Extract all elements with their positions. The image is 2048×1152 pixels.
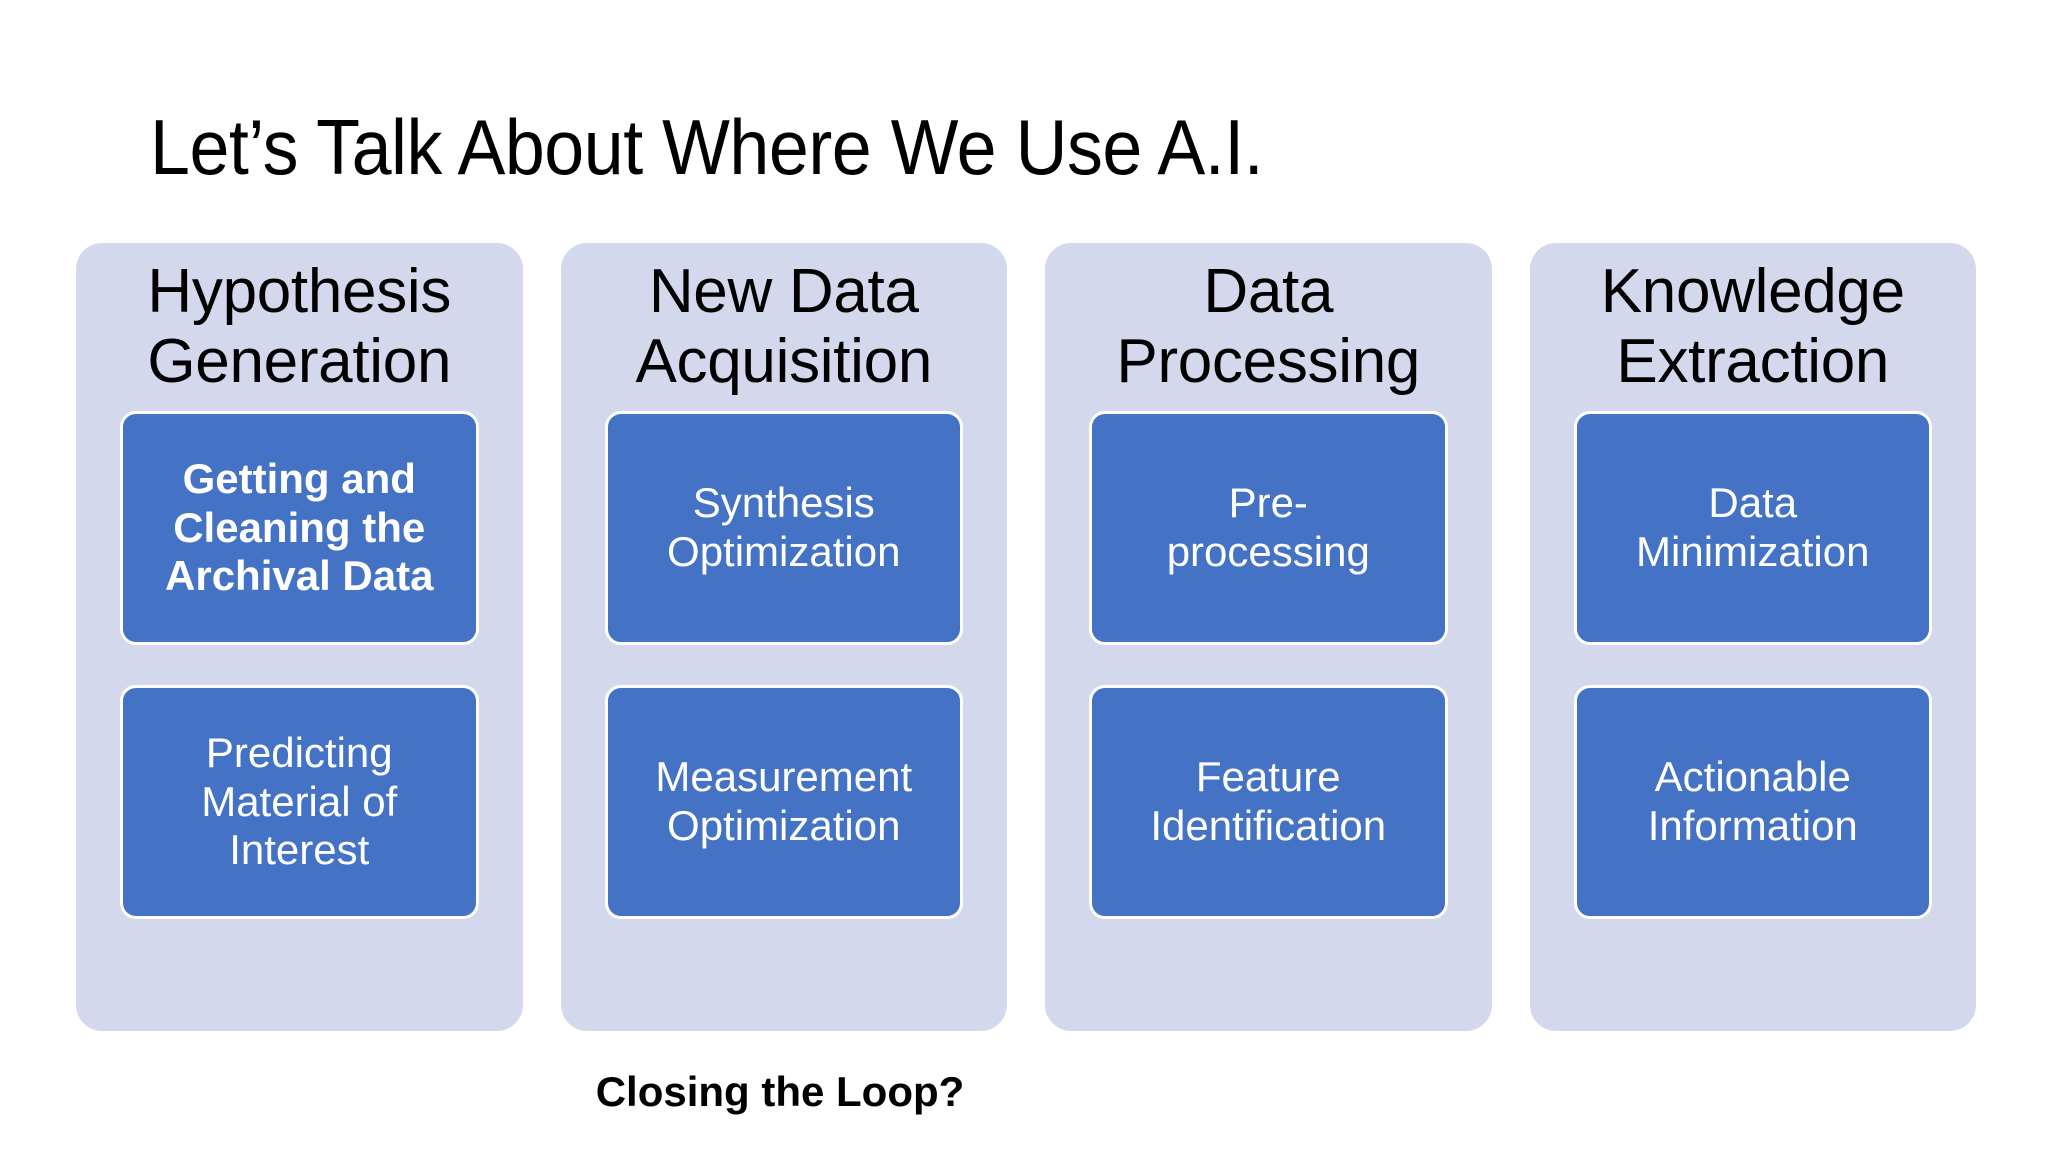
card-line: Archival Data xyxy=(165,552,434,600)
card-line: Cleaning the xyxy=(173,503,426,551)
card-synthesis-optimization[interactable]: Synthesis Optimization xyxy=(604,411,963,646)
card-line: Measurement xyxy=(655,753,913,801)
column-header-line: Generation xyxy=(147,327,452,397)
column-header-line: Extraction xyxy=(1616,327,1890,397)
card-line: Optimization xyxy=(667,528,901,576)
column-panel-new-data-acquisition: New Data Acquisition Synthesis Optimizat… xyxy=(560,243,1008,1031)
card-pre-processing[interactable]: Pre- processing xyxy=(1089,411,1448,646)
card-line: Information xyxy=(1647,802,1858,850)
card-line: Feature xyxy=(1195,753,1341,801)
card-data-minimization[interactable]: Data Minimization xyxy=(1573,411,1932,646)
column-header-line: Hypothesis xyxy=(147,257,452,326)
card-line: Predicting xyxy=(205,729,393,777)
card-line: Synthesis xyxy=(692,479,875,527)
card-actionable-information[interactable]: Actionable Information xyxy=(1573,685,1932,920)
column-header-line: Processing xyxy=(1116,327,1421,397)
column-header-line: Knowledge xyxy=(1600,257,1905,326)
column-header: Hypothesis Generation xyxy=(76,257,523,397)
card-line: Minimization xyxy=(1636,528,1870,576)
card-line: Getting and xyxy=(182,455,416,503)
card-line: Actionable xyxy=(1654,753,1851,801)
card-getting-and-cleaning-the-archival-data[interactable]: Getting and Cleaning the Archival Data xyxy=(120,411,479,646)
column-panel-hypothesis-generation: Hypothesis Generation Getting and Cleani… xyxy=(76,243,523,1031)
column-header-line: Data xyxy=(1203,257,1334,326)
card-line: Pre- xyxy=(1228,479,1308,527)
column-cards: Getting and Cleaning the Archival Data P… xyxy=(76,411,523,1031)
card-feature-identification[interactable]: Feature Identification xyxy=(1089,685,1448,920)
card-predicting-material-of-interest[interactable]: Predicting Material of Interest xyxy=(120,685,479,920)
card-line: Optimization xyxy=(667,802,901,850)
card-line: Identification xyxy=(1150,802,1387,850)
card-line: processing xyxy=(1166,528,1370,576)
column-header-line: New Data xyxy=(648,257,919,326)
card-measurement-optimization[interactable]: Measurement Optimization xyxy=(604,685,963,920)
column-cards: Data Minimization Actionable Information xyxy=(1530,411,1977,1031)
column-header: Knowledge Extraction xyxy=(1530,257,1977,397)
card-line: Material of xyxy=(201,777,398,825)
column-panel-data-processing: Data Processing Pre- processing Feature … xyxy=(1045,243,1492,1031)
column-cards: Synthesis Optimization Measurement Optim… xyxy=(561,411,1008,1031)
workflow-columns: Hypothesis Generation Getting and Cleani… xyxy=(76,243,1976,1031)
column-header-line: Acquisition xyxy=(635,327,933,397)
column-panel-knowledge-extraction: Knowledge Extraction Data Minimization A… xyxy=(1529,243,1977,1031)
slide-caption: Closing the Loop? xyxy=(595,1068,965,1115)
card-line: Interest xyxy=(229,826,370,874)
column-cards: Pre- processing Feature Identification xyxy=(1045,411,1492,1031)
slide-title: Let’s Talk About Where We Use A.I. xyxy=(150,103,1264,191)
column-header: New Data Acquisition xyxy=(561,257,1008,397)
column-header: Data Processing xyxy=(1045,257,1492,397)
card-line: Data xyxy=(1708,479,1798,527)
